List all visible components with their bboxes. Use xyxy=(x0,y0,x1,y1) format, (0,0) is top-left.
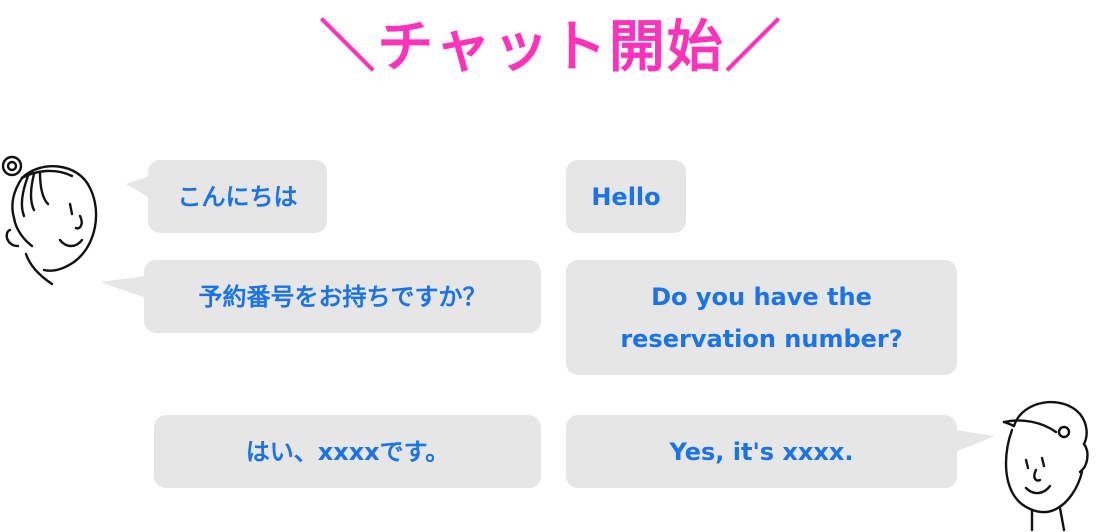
message-bubble-en-question: Do you have the reservation number? xyxy=(566,260,957,375)
customer-avatar-icon xyxy=(1002,400,1089,532)
chat-start-title: ＼チャット開始／ xyxy=(319,15,783,80)
message-bubble-en-greeting: Hello xyxy=(566,160,686,233)
bubble-tail xyxy=(100,276,146,298)
message-bubble-ja-greeting: こんにちは xyxy=(148,160,327,233)
bubble-tail xyxy=(955,430,995,452)
message-bubble-en-answer: Yes, it's xxxx. xyxy=(566,415,957,488)
message-bubble-ja-question: 予約番号をお持ちですか？ xyxy=(144,260,541,333)
message-bubble-ja-answer: はい、xxxxです。 xyxy=(154,415,541,488)
staff-avatar-icon xyxy=(1,155,98,286)
bubble-tail xyxy=(126,176,150,198)
